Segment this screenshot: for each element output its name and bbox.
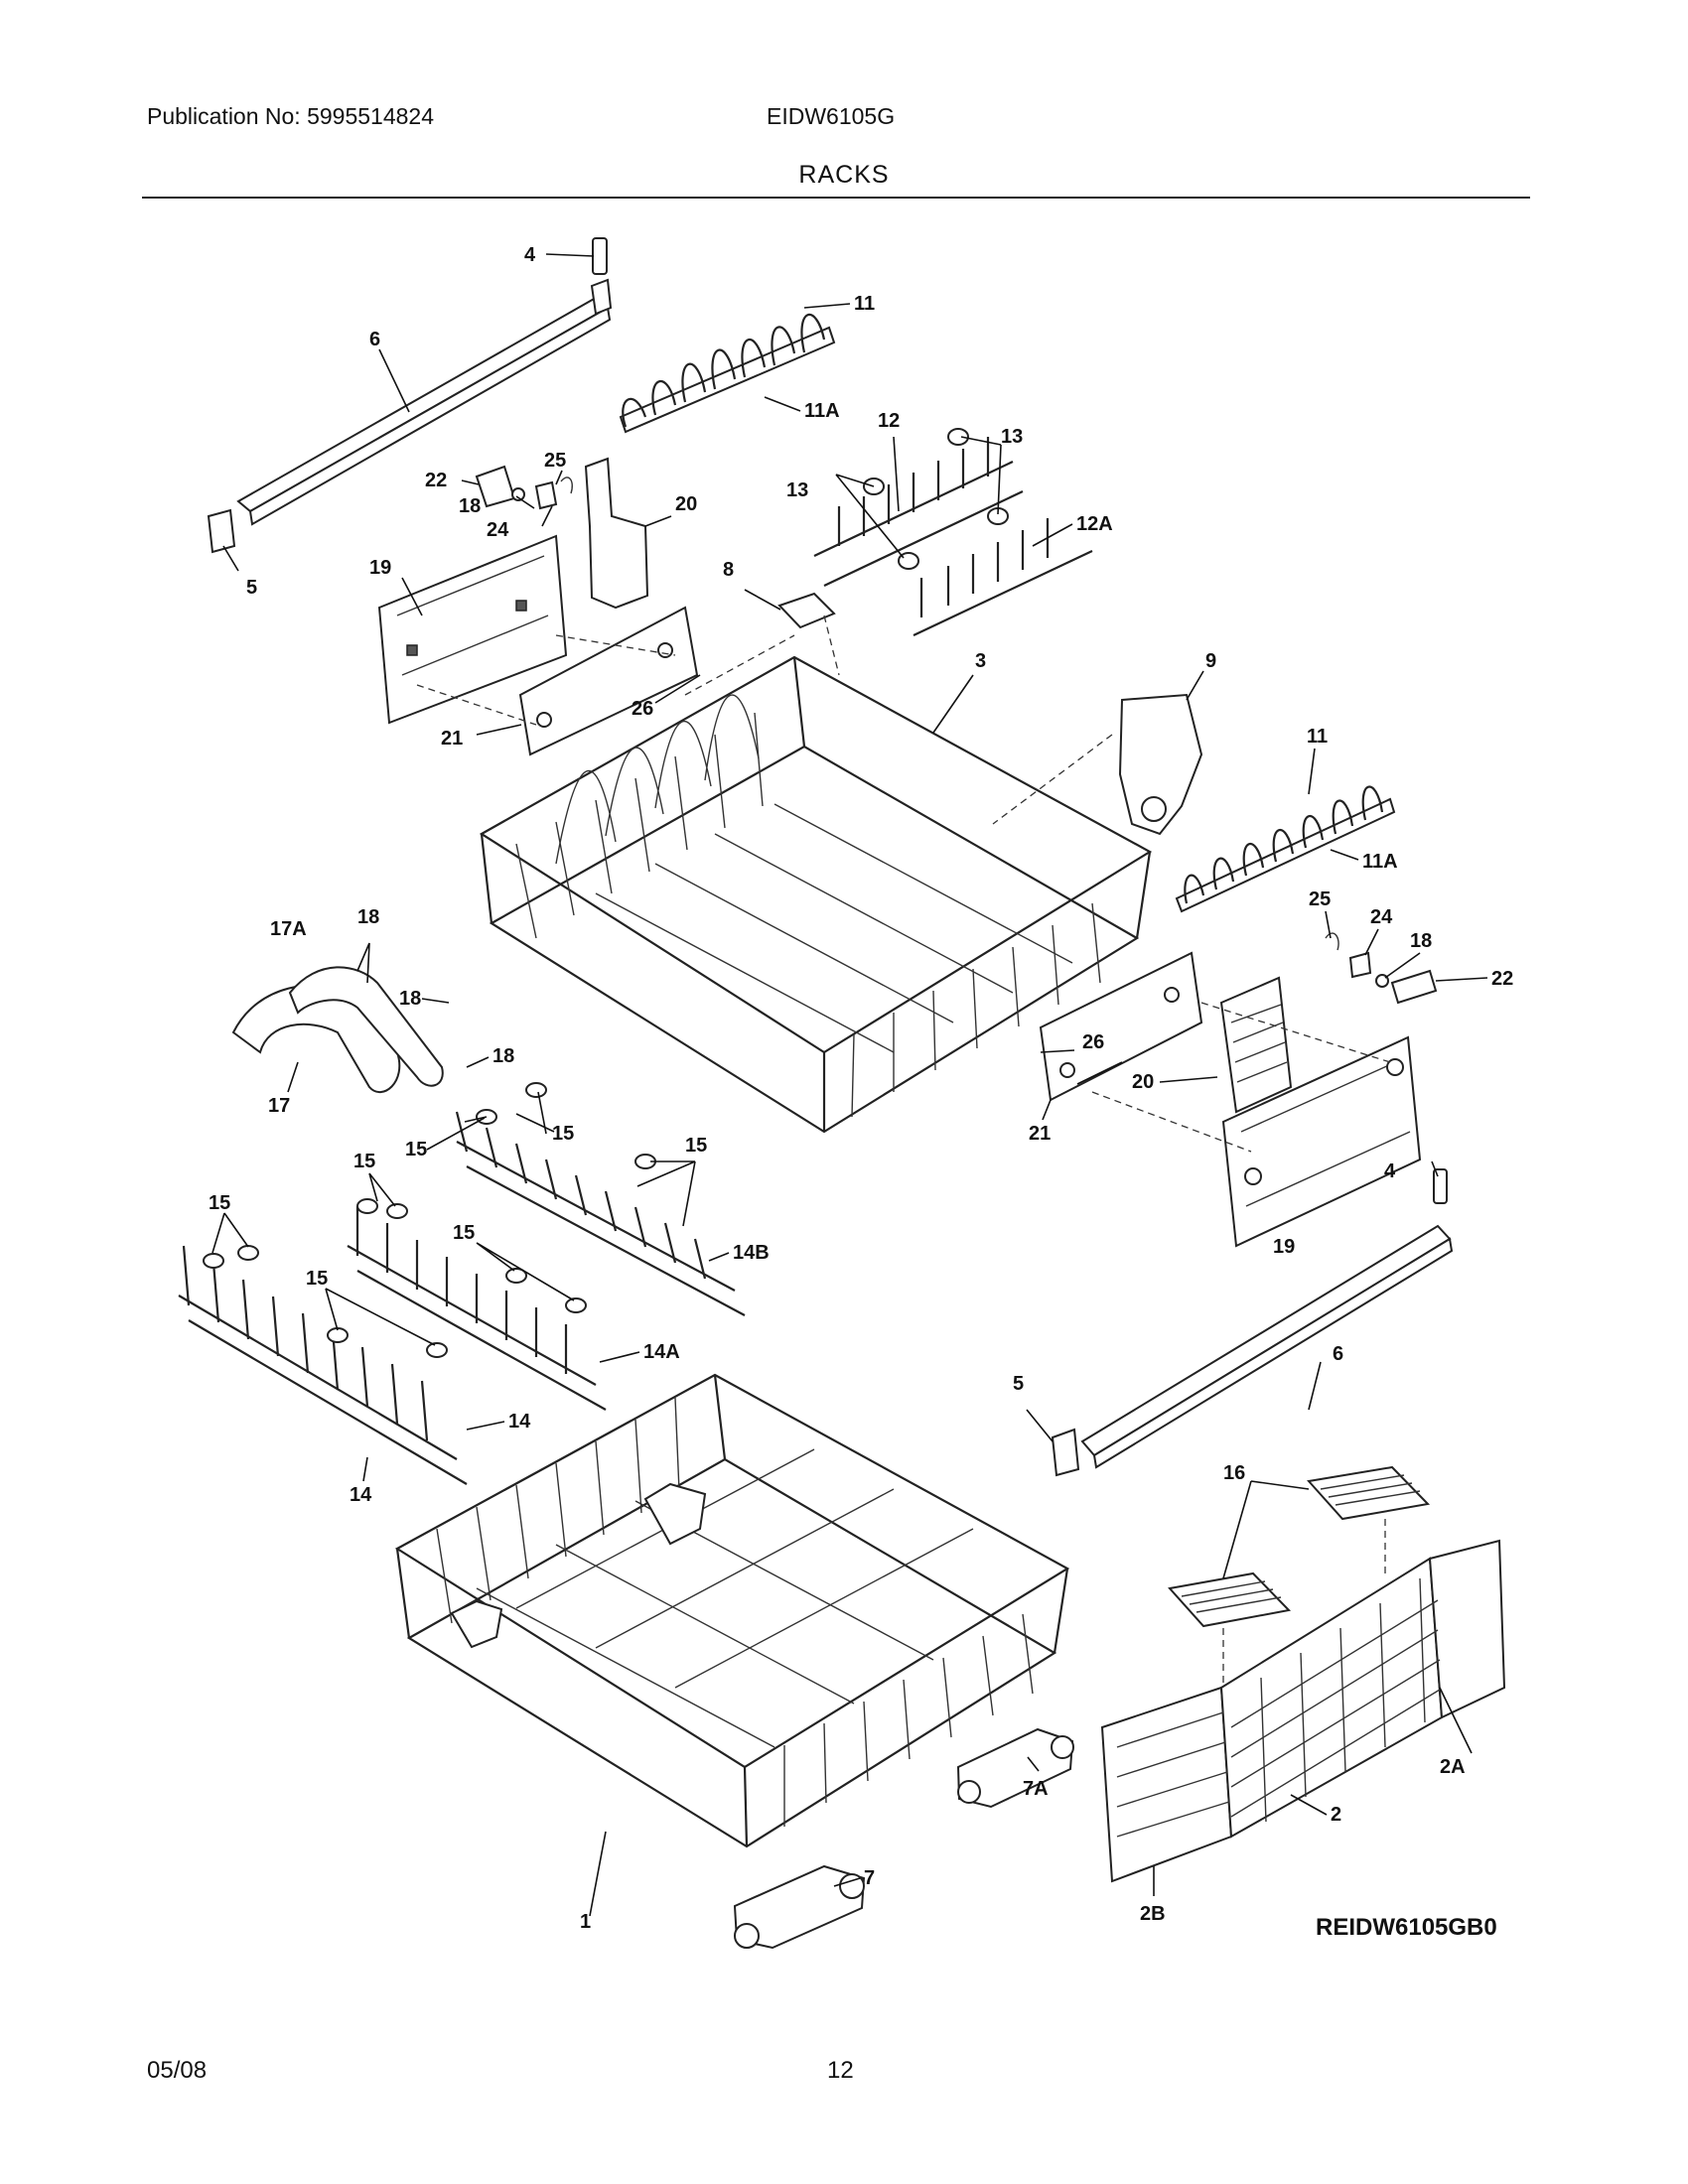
- callout-11: 11: [854, 293, 875, 315]
- callout-11A: 11A: [804, 400, 840, 422]
- callout-26: 26: [632, 698, 653, 720]
- callout-15: 15: [552, 1123, 574, 1145]
- callout-5: 5: [1013, 1373, 1024, 1395]
- callout-14: 14: [350, 1484, 372, 1506]
- publication-number: Publication No: 5995514824: [147, 103, 435, 129]
- silverware-basket: [1100, 1539, 1506, 1883]
- callout-8: 8: [723, 559, 734, 581]
- callout-11: 11: [1307, 726, 1328, 748]
- callout-14B: 14B: [733, 1242, 770, 1264]
- cup-shelf-tines-right: [1175, 785, 1396, 913]
- callout-6: 6: [1333, 1343, 1343, 1365]
- publication-date: 05/08: [147, 2057, 208, 2084]
- rail-stop-top: [592, 237, 608, 275]
- callout-25: 25: [1309, 888, 1331, 910]
- lower-rail-right: [1051, 1168, 1454, 1477]
- callout-18: 18: [492, 1045, 514, 1067]
- rack-adjuster-lever-top: [584, 457, 649, 610]
- tine-rows-12: [813, 428, 1093, 636]
- latch-clip-group-top: [475, 465, 573, 510]
- callout-12A: 12A: [1076, 513, 1113, 535]
- callout-17A: 17A: [270, 918, 307, 940]
- callout-19: 19: [1273, 1236, 1295, 1258]
- callout-15: 15: [453, 1222, 475, 1244]
- callout-24: 24: [487, 519, 509, 541]
- model-number: EIDW6105G: [767, 103, 896, 129]
- lower-dish-rack: [394, 1373, 1070, 1848]
- rack-clip-8: [777, 592, 836, 629]
- callout-2B: 2B: [1140, 1903, 1166, 1925]
- page-title: RACKS: [798, 161, 890, 189]
- lower-tine-rows: [178, 1082, 746, 1485]
- cup-shelf-tines-top: [619, 313, 836, 434]
- callout-24: 24: [1370, 906, 1393, 928]
- page-number: 12: [827, 2057, 854, 2084]
- callout-6: 6: [369, 329, 380, 350]
- callout-17: 17: [268, 1095, 290, 1117]
- callout-26: 26: [1082, 1031, 1104, 1053]
- adjuster-bracket-right: [1039, 951, 1203, 1102]
- upper-dish-rack: [479, 655, 1153, 1134]
- callout-13: 13: [1001, 426, 1023, 448]
- rack-handle-17: [231, 966, 444, 1093]
- upper-rail-left: [207, 278, 613, 554]
- callout-2: 2: [1331, 1804, 1341, 1826]
- callout-7: 7: [864, 1867, 875, 1889]
- rack-wheel-7A: [956, 1727, 1074, 1809]
- callout-16: 16: [1223, 1462, 1245, 1484]
- callout-2A: 2A: [1440, 1756, 1466, 1778]
- callout-12: 12: [878, 410, 900, 432]
- callout-20: 20: [675, 493, 697, 515]
- callout-18: 18: [399, 988, 421, 1010]
- callout-18: 18: [357, 906, 379, 928]
- callout-21: 21: [441, 728, 463, 750]
- callout-15: 15: [353, 1151, 375, 1172]
- adjuster-bracket-top: [518, 606, 699, 756]
- rack-wheel-7: [733, 1864, 866, 1950]
- callout-14A: 14A: [643, 1341, 680, 1363]
- callout-4: 4: [524, 244, 536, 266]
- callout-22: 22: [425, 470, 447, 491]
- leader-lines: [211, 253, 1488, 1917]
- rack-adjuster-lever-right: [1219, 976, 1293, 1114]
- callout-19: 19: [369, 557, 391, 579]
- callout-18: 18: [1410, 930, 1432, 952]
- callout-7A: 7A: [1023, 1778, 1049, 1800]
- basket-cover-16: [1168, 1465, 1431, 1628]
- callout-13: 13: [786, 479, 808, 501]
- callout-21: 21: [1029, 1123, 1051, 1145]
- callout-15: 15: [209, 1192, 230, 1214]
- callout-15: 15: [306, 1268, 328, 1290]
- callout-5: 5: [246, 577, 257, 599]
- callout-22: 22: [1491, 968, 1513, 990]
- callout-25: 25: [544, 450, 566, 472]
- rack-adjuster-housing-right: [1221, 1035, 1422, 1248]
- callout-4: 4: [1384, 1160, 1396, 1182]
- callout-15: 15: [405, 1139, 427, 1160]
- callout-15: 15: [685, 1135, 707, 1157]
- header-rule: [142, 197, 1530, 199]
- callout-labels: 4 6 11 11A 5 22 25 18 24 20 19 12 13 13 …: [209, 244, 1513, 1933]
- rack-adjuster-housing-top: [377, 534, 568, 725]
- callout-1: 1: [580, 1911, 591, 1933]
- spray-arm-manifold-9: [1118, 693, 1203, 836]
- callout-9: 9: [1205, 650, 1216, 672]
- callout-14: 14: [508, 1411, 531, 1433]
- callout-3: 3: [975, 650, 986, 672]
- diagram-code: REIDW6105GB0: [1316, 1914, 1497, 1941]
- callout-18: 18: [459, 495, 481, 517]
- callout-11A: 11A: [1362, 851, 1398, 873]
- callout-20: 20: [1132, 1071, 1154, 1093]
